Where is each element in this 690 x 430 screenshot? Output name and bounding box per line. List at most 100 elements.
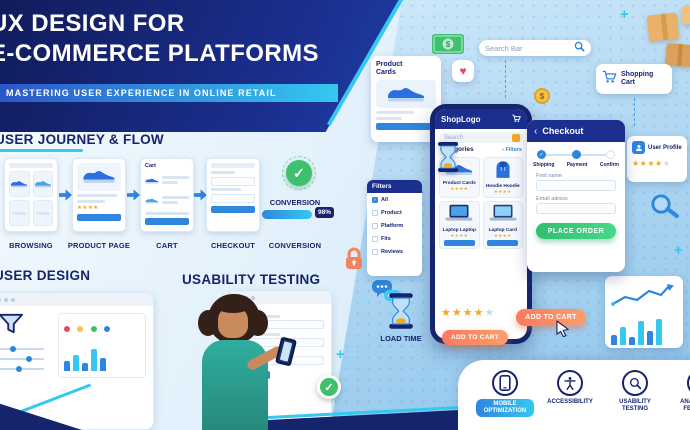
filter-option-reviews[interactable]: Reviews [367, 245, 422, 258]
hourglass-icon [437, 141, 459, 178]
text-line [77, 199, 105, 203]
color-palette [64, 319, 140, 337]
window-dot-icon [4, 297, 8, 302]
footer-label: ACCESSIBILITY [547, 399, 593, 405]
mock-pay-button[interactable] [211, 205, 255, 213]
conversion-meter: 98% [262, 207, 334, 219]
hourglass-icon [388, 292, 414, 335]
design-slider[interactable] [0, 346, 44, 352]
footer-label: ANALYTICS & FEEDBACK [680, 399, 690, 412]
cart-icon[interactable] [512, 114, 521, 125]
filters-link[interactable]: ‹ Filters [502, 146, 522, 153]
cart-card-title: Cart [145, 163, 157, 169]
flow-arrow-icon [59, 188, 72, 206]
conversion-check-icon: ✓ [286, 160, 312, 186]
dollar-glyph: $ [446, 40, 451, 49]
money-icon: $ [432, 34, 464, 59]
color-swatch[interactable] [104, 326, 111, 332]
footer-label: MOBILE OPTIMIZATION [476, 399, 534, 417]
window-dot-icon [0, 297, 1, 302]
place-order-button[interactable]: PLACE ORDER [536, 223, 616, 239]
analytics-card [605, 276, 683, 348]
journey-card-product-page: ★★★★ [72, 158, 126, 232]
dashed-connector [505, 60, 506, 98]
journey-label-browsing: BROWSING [9, 241, 53, 250]
trend-line-icon [611, 284, 675, 312]
product-tile-laptop2[interactable]: Laptop Card ★★★★ [482, 200, 523, 249]
checkbox-icon[interactable] [372, 235, 378, 242]
mock-buy-button[interactable] [487, 239, 519, 246]
add-to-cart-button[interactable]: ADD TO CART [442, 330, 508, 345]
divider [145, 211, 189, 215]
plus-icon: + [336, 346, 345, 363]
mock-header-bar [9, 163, 53, 168]
footer-label: USABILITY TESTING [619, 399, 651, 412]
mock-header-bar [211, 163, 255, 168]
filter-option-fits[interactable]: Fits [367, 232, 422, 245]
product-name: Laptop Laptop [442, 227, 476, 233]
mock-buy-button[interactable] [443, 239, 475, 246]
shopping-cart-button[interactable]: Shopping Cart [596, 64, 672, 94]
step-label-payment: Payment [566, 162, 588, 168]
sneaker-icon [145, 171, 159, 189]
sneaker-icon [34, 175, 52, 193]
color-swatch[interactable] [77, 326, 84, 332]
search-icon[interactable] [574, 39, 585, 57]
app-search-button[interactable] [512, 133, 520, 142]
design-slider[interactable] [0, 366, 44, 372]
flow-arrow-icon [194, 188, 207, 206]
package-box-icon [646, 12, 680, 42]
back-icon[interactable]: ‹ [534, 125, 538, 137]
product-name: Product Cards [442, 181, 476, 186]
sneaker-icon [145, 191, 159, 209]
product-name: Hoodie Hoodie [485, 184, 520, 189]
checkbox-checked-icon[interactable]: ✓ [372, 196, 378, 203]
first-name-input[interactable] [536, 180, 616, 191]
filter-option-platform[interactable]: Platform [367, 219, 422, 232]
wishlist-card[interactable]: ♥ [452, 60, 474, 82]
cart-icon [602, 70, 617, 89]
product-tile-laptop[interactable]: Laptop Laptop ★★★★ [439, 200, 480, 249]
sneaker-icon [10, 175, 28, 193]
dollar-coin-icon: $ [534, 88, 550, 104]
filter-option-product[interactable]: Product [367, 206, 422, 219]
add-to-cart-button[interactable]: ADD TO CART [516, 309, 586, 326]
product-cards-callout: Product Cards [371, 56, 441, 142]
mock-buy-button[interactable] [376, 122, 436, 130]
product-tile-shoe[interactable]: Product Cards ★★★★ [439, 157, 480, 198]
categories-label[interactable]: Categories [440, 146, 474, 153]
mock-input[interactable] [211, 176, 255, 186]
checkbox-icon[interactable] [372, 209, 378, 216]
laptop-icon [487, 204, 519, 228]
magnifier-icon [648, 190, 680, 227]
journey-label-product-page: PRODUCT PAGE [67, 241, 131, 250]
step-done-icon: ✓ [537, 150, 546, 159]
app-search-input[interactable]: Search [439, 132, 523, 143]
footer-item-usability-testing: USABILITY TESTING [606, 370, 664, 430]
journey-card-cart: Cart [140, 158, 194, 232]
step-current-icon [571, 150, 581, 159]
mock-buy-button[interactable] [77, 214, 121, 221]
rating-stars-icon: ★★★★ [77, 205, 99, 211]
product-image [77, 163, 121, 191]
journey-label-cart: CART [156, 241, 178, 250]
filter-option-all[interactable]: ✓ All [372, 196, 389, 203]
checkbox-icon[interactable] [372, 222, 378, 229]
color-swatch[interactable] [64, 326, 70, 332]
footer-item-accessibility: ACCESSIBILITY [541, 370, 599, 430]
mock-input[interactable] [211, 193, 255, 203]
conversion-check-ring: ✓ [282, 156, 316, 190]
color-swatch[interactable] [90, 326, 97, 332]
handheld-phone [274, 336, 298, 367]
product-tile-hoodie[interactable]: Hoodie Hoodie ★★★★ [482, 157, 523, 198]
person-hair [198, 310, 218, 336]
rating-stars-icon: ★★★★ [632, 159, 663, 168]
mock-checkout-button[interactable] [145, 217, 189, 225]
email-input[interactable] [536, 203, 616, 214]
checkbox-icon[interactable] [372, 248, 378, 255]
person-body [202, 340, 268, 430]
search-bar[interactable]: Search Bar [479, 40, 591, 56]
poster-subtitle: MASTERING USER EXPERIENCE IN ONLINE RETA… [0, 84, 338, 102]
design-slider[interactable] [0, 356, 44, 362]
